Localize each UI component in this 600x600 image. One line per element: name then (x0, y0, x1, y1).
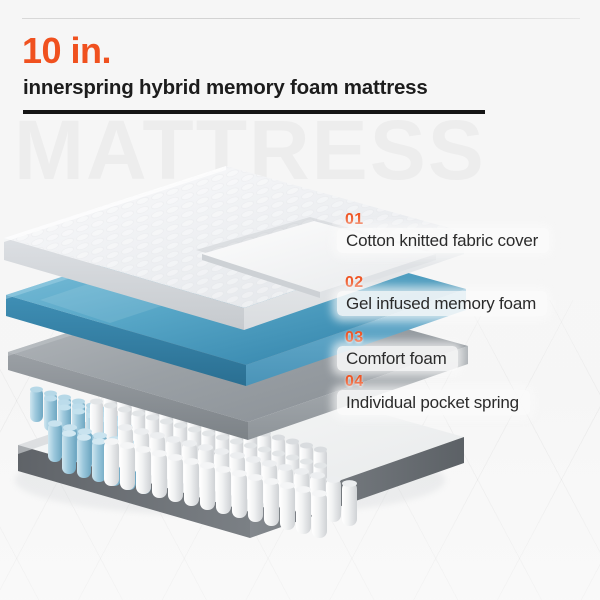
top-divider (22, 18, 580, 19)
callout-label: Comfort foam (337, 346, 458, 371)
callout-label: Individual pocket spring (337, 390, 530, 415)
spring-field (30, 386, 357, 538)
callout-number: 02 (345, 274, 364, 291)
callout-label: Cotton knitted fabric cover (337, 228, 550, 253)
callout-number: 03 (345, 329, 364, 346)
callout-number: 04 (345, 373, 364, 390)
page-subtitle: innerspring hybrid memory foam mattress (23, 76, 428, 99)
header-underline (23, 110, 485, 114)
mattress-illustration (0, 150, 600, 550)
callout-number: 01 (345, 211, 364, 228)
layer-pocket-spring (18, 372, 464, 538)
callout-label: Gel infused memory foam (337, 291, 548, 316)
page-title: 10 in. (22, 30, 112, 71)
